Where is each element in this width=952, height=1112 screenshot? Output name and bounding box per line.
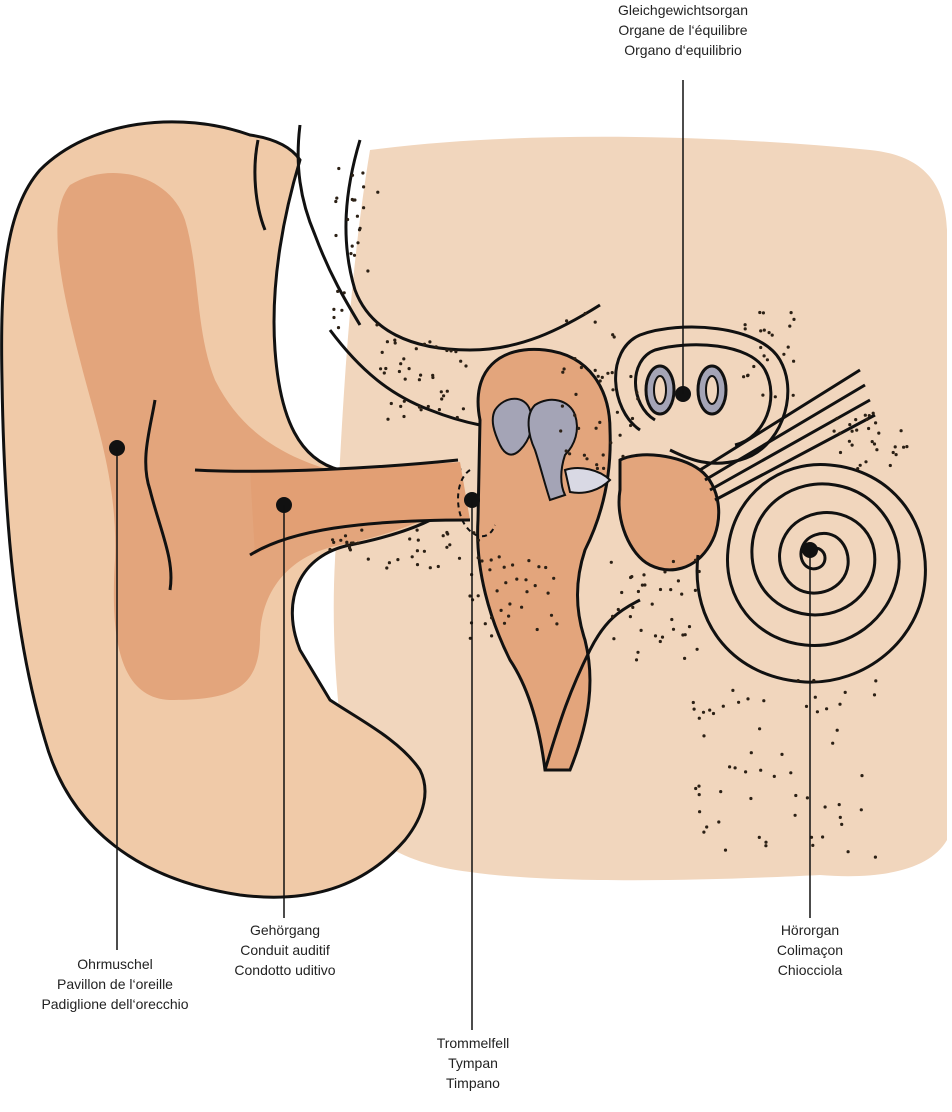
label-eardrum-de: Trommelfell — [410, 1033, 536, 1053]
label-auricle: Ohrmuschel Pavillon de l‘oreille Padigli… — [0, 954, 230, 1014]
skin-fold-2 — [298, 125, 360, 325]
label-canal-de: Gehörgang — [200, 920, 370, 940]
label-eardrum: Trommelfell Tympan Timpano — [410, 1033, 536, 1093]
label-cochlea-fr: Colimaçon — [750, 940, 870, 960]
label-eardrum-it: Timpano — [410, 1073, 536, 1093]
label-canal-it: Condotto uditivo — [200, 960, 370, 980]
label-auricle-fr: Pavillon de l‘oreille — [0, 974, 230, 994]
label-ear-canal: Gehörgang Conduit auditif Condotto uditi… — [200, 920, 370, 980]
label-auricle-it: Padiglione dell‘orecchio — [0, 994, 230, 1014]
label-canal-fr: Conduit auditif — [200, 940, 370, 960]
label-cochlea: Hörorgan Colimaçon Chiocciola — [750, 920, 870, 980]
label-balance-it: Organo d‘equilibrio — [583, 40, 783, 60]
label-cochlea-de: Hörorgan — [750, 920, 870, 940]
label-balance-fr: Organe de l‘équilibre — [583, 20, 783, 40]
label-cochlea-it: Chiocciola — [750, 960, 870, 980]
label-balance-de: Gleichgewichtsorgan — [583, 0, 783, 20]
vestibule — [619, 455, 719, 570]
label-auricle-de: Ohrmuschel — [0, 954, 230, 974]
label-balance-organ: Gleichgewichtsorgan Organe de l‘équilibr… — [583, 0, 783, 60]
label-eardrum-fr: Tympan — [410, 1053, 536, 1073]
